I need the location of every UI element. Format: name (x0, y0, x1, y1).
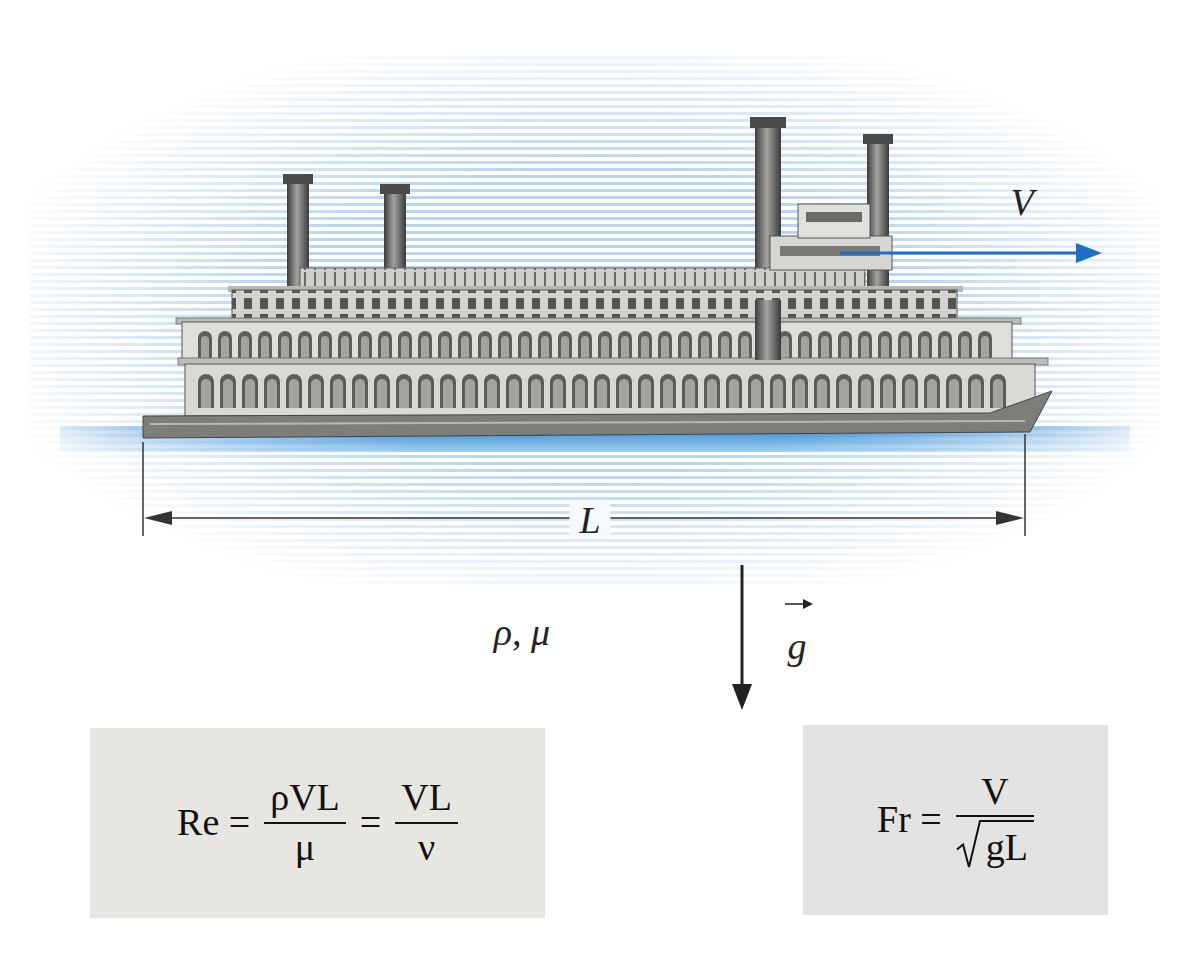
vector-accent-part (803, 599, 813, 609)
water-background (30, 55, 1160, 585)
fraction-bar (956, 815, 1034, 817)
radical-sign (957, 821, 982, 867)
smokestacks-part (750, 117, 786, 128)
velocity-arrow (840, 243, 1102, 263)
length-dimension-part (142, 442, 144, 536)
gravity-arrow (732, 565, 752, 710)
steamboat-part (150, 421, 1025, 424)
velocity-label: V (1010, 183, 1033, 221)
formula-box: Fr = VgL (803, 725, 1108, 915)
smokestacks-part (380, 184, 410, 194)
gravity-arrow-part (741, 565, 744, 686)
formula-text: ρVL (264, 777, 346, 819)
gravity-arrow-part (732, 684, 752, 710)
steamboat-part (195, 328, 995, 358)
fraction: VgL (956, 771, 1034, 870)
velocity-arrow-part (1076, 243, 1102, 263)
steamboat-part (232, 290, 957, 320)
formula-text: ν (412, 827, 441, 869)
steamboat-part (798, 204, 870, 238)
length-label: L (569, 501, 610, 539)
formula-text: gL (986, 826, 1028, 868)
fraction: ρVL μ (264, 777, 346, 869)
steamboat-part (185, 364, 1035, 416)
fraction: VL ν (395, 777, 458, 869)
smokestacks-part (863, 134, 893, 144)
fraction-bar (395, 822, 458, 824)
formula: Re = ρVL μ = VL ν (177, 777, 458, 869)
length-dimension-part (144, 511, 172, 525)
steamboat-part (182, 322, 1012, 360)
steamboat (143, 204, 1052, 438)
formula-text: = (360, 802, 381, 844)
formula-box: Re = ρVL μ = VL ν (90, 728, 545, 918)
formula-text: μ (289, 827, 321, 869)
gravity-label: g (788, 627, 807, 665)
fraction-bar (264, 822, 346, 824)
formula-text: V (975, 771, 1014, 813)
smokestacks-part (283, 174, 313, 184)
square-root: gL (956, 820, 1034, 869)
vector-accent (785, 599, 813, 609)
radicand: gL (982, 820, 1034, 869)
radical-sign (956, 820, 982, 869)
length-dimension-part (1024, 434, 1026, 536)
vector-accent-part (785, 603, 806, 605)
steamboat-part (195, 370, 1009, 408)
velocity-arrow-part (840, 252, 1080, 255)
steamboat-part (143, 391, 1052, 438)
fluid-property-label: ρ, μ (494, 613, 550, 651)
formula-text: Fr = (877, 799, 942, 841)
formula-text: VL (395, 777, 458, 819)
formula-text: Re = (177, 802, 250, 844)
length-dimension-part (996, 511, 1024, 525)
water-background-part (30, 55, 1160, 585)
steamboat-part (806, 212, 862, 222)
steamboat-part (755, 300, 781, 360)
formula: Fr = VgL (877, 771, 1034, 870)
